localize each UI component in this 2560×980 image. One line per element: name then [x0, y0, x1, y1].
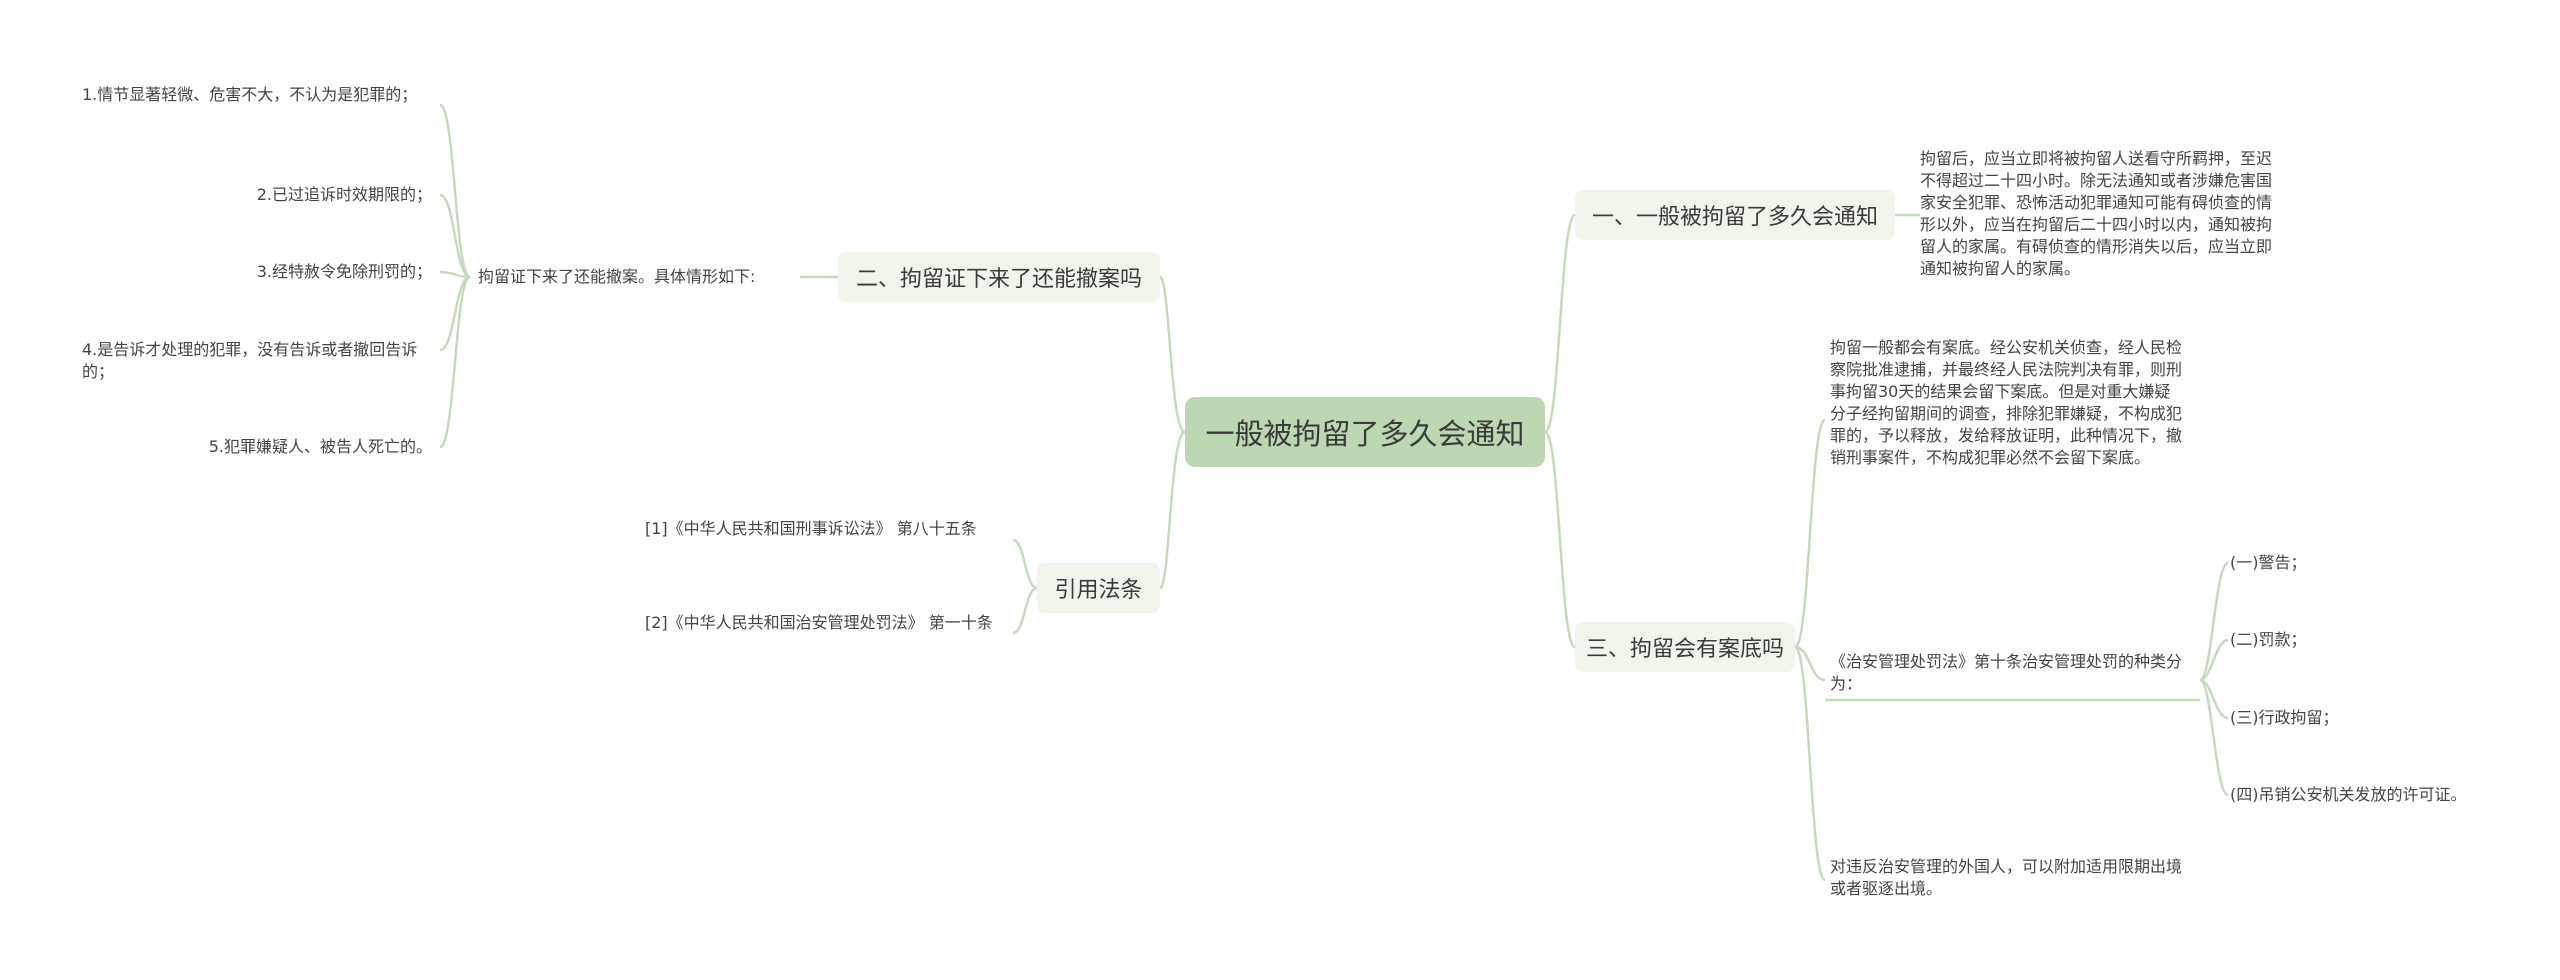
link-ref-2 [1012, 586, 1038, 635]
link-root-b2 [1158, 275, 1186, 434]
branch-notification-time[interactable]: 一、一般被拘留了多久会通知 [1575, 190, 1895, 240]
link-item-2 [439, 193, 471, 279]
root-node[interactable]: 一般被拘留了多久会通知 [1185, 397, 1545, 467]
leaf-withdrawal-intro[interactable]: 拘留证下来了还能撤案。具体情形如下: [478, 267, 756, 286]
link-pen-1 [2198, 561, 2229, 682]
link-pen-4 [2198, 678, 2229, 797]
leaf-law-ref-2[interactable]: [2]《中华人民共和国治安管理处罚法》 第一十条 [645, 613, 993, 632]
leaf-withdrawal-item-5[interactable]: 5.犯罪嫌疑人、被告人死亡的。 [208, 437, 432, 456]
link-root-b4 [1158, 430, 1187, 590]
leaf-penalty-types[interactable]: 《治安管理处罚法》第十条治安管理处罚的种类分为： [1830, 652, 2183, 693]
leaf-withdrawal-item-4[interactable]: 4.是告诉才处理的犯罪，没有告诉或者撤回告诉的； [82, 340, 418, 381]
leaf-penalty-3[interactable]: (三)行政拘留； [2230, 708, 2339, 727]
link-item-4 [439, 275, 471, 352]
link-ref-1 [1012, 538, 1038, 590]
leaf-penalty-2[interactable]: (二)罚款； [2230, 630, 2307, 649]
link-b3-text3 [1793, 645, 1827, 882]
leaf-record-text[interactable]: 拘留一般都会有案底。经公安机关侦查，经人民检察院批准逮捕，并最终经人民法院判决有… [1830, 338, 2183, 467]
leaf-penalty-4[interactable]: (四)吊销公安机关发放的许可证。 [2230, 785, 2467, 804]
leaf-notification-text[interactable]: 拘留后，应当立即将被拘留人送看守所羁押，至迟不得超过二十四小时。除无法通知或者涉… [1920, 149, 2273, 278]
link-item-1 [438, 103, 472, 279]
link-b3-text1 [1793, 418, 1827, 649]
branch-label: 三、拘留会有案底吗 [1585, 637, 1784, 662]
leaf-withdrawal-item-1[interactable]: 1.情节显著轻微、危害不大，不认为是犯罪的； [82, 85, 418, 104]
leaf-withdrawal-item-3[interactable]: 3.经特赦令免除刑罚的； [256, 262, 432, 281]
leaf-foreigner-text[interactable]: 对违反治安管理的外国人，可以附加适用限期出境或者驱逐出境。 [1830, 857, 2183, 898]
link-root-b1 [1543, 213, 1577, 434]
link-pen-2 [2199, 638, 2229, 682]
leaf-withdrawal-item-2[interactable]: 2.已过追诉时效期限的； [256, 185, 432, 204]
branch-case-withdrawal[interactable]: 二、拘留证下来了还能撤案吗 [838, 252, 1160, 302]
branch-label: 二、拘留证下来了还能撤案吗 [855, 267, 1142, 292]
leaf-penalty-1[interactable]: (一)警告； [2230, 553, 2307, 572]
branch-label: 引用法条 [1054, 578, 1143, 603]
link-b3-text2 [1794, 645, 1826, 682]
link-root-b3 [1543, 430, 1577, 649]
root-label: 一般被拘留了多久会通知 [1205, 417, 1525, 451]
leaf-law-ref-1[interactable]: [1]《中华人民共和国刑事诉讼法》 第八十五条 [645, 519, 977, 538]
branch-cited-laws[interactable]: 引用法条 [1037, 563, 1160, 613]
branch-criminal-record[interactable]: 三、拘留会有案底吗 [1575, 622, 1795, 672]
branch-label: 一、一般被拘留了多久会通知 [1591, 205, 1878, 230]
link-item-5 [438, 275, 472, 449]
